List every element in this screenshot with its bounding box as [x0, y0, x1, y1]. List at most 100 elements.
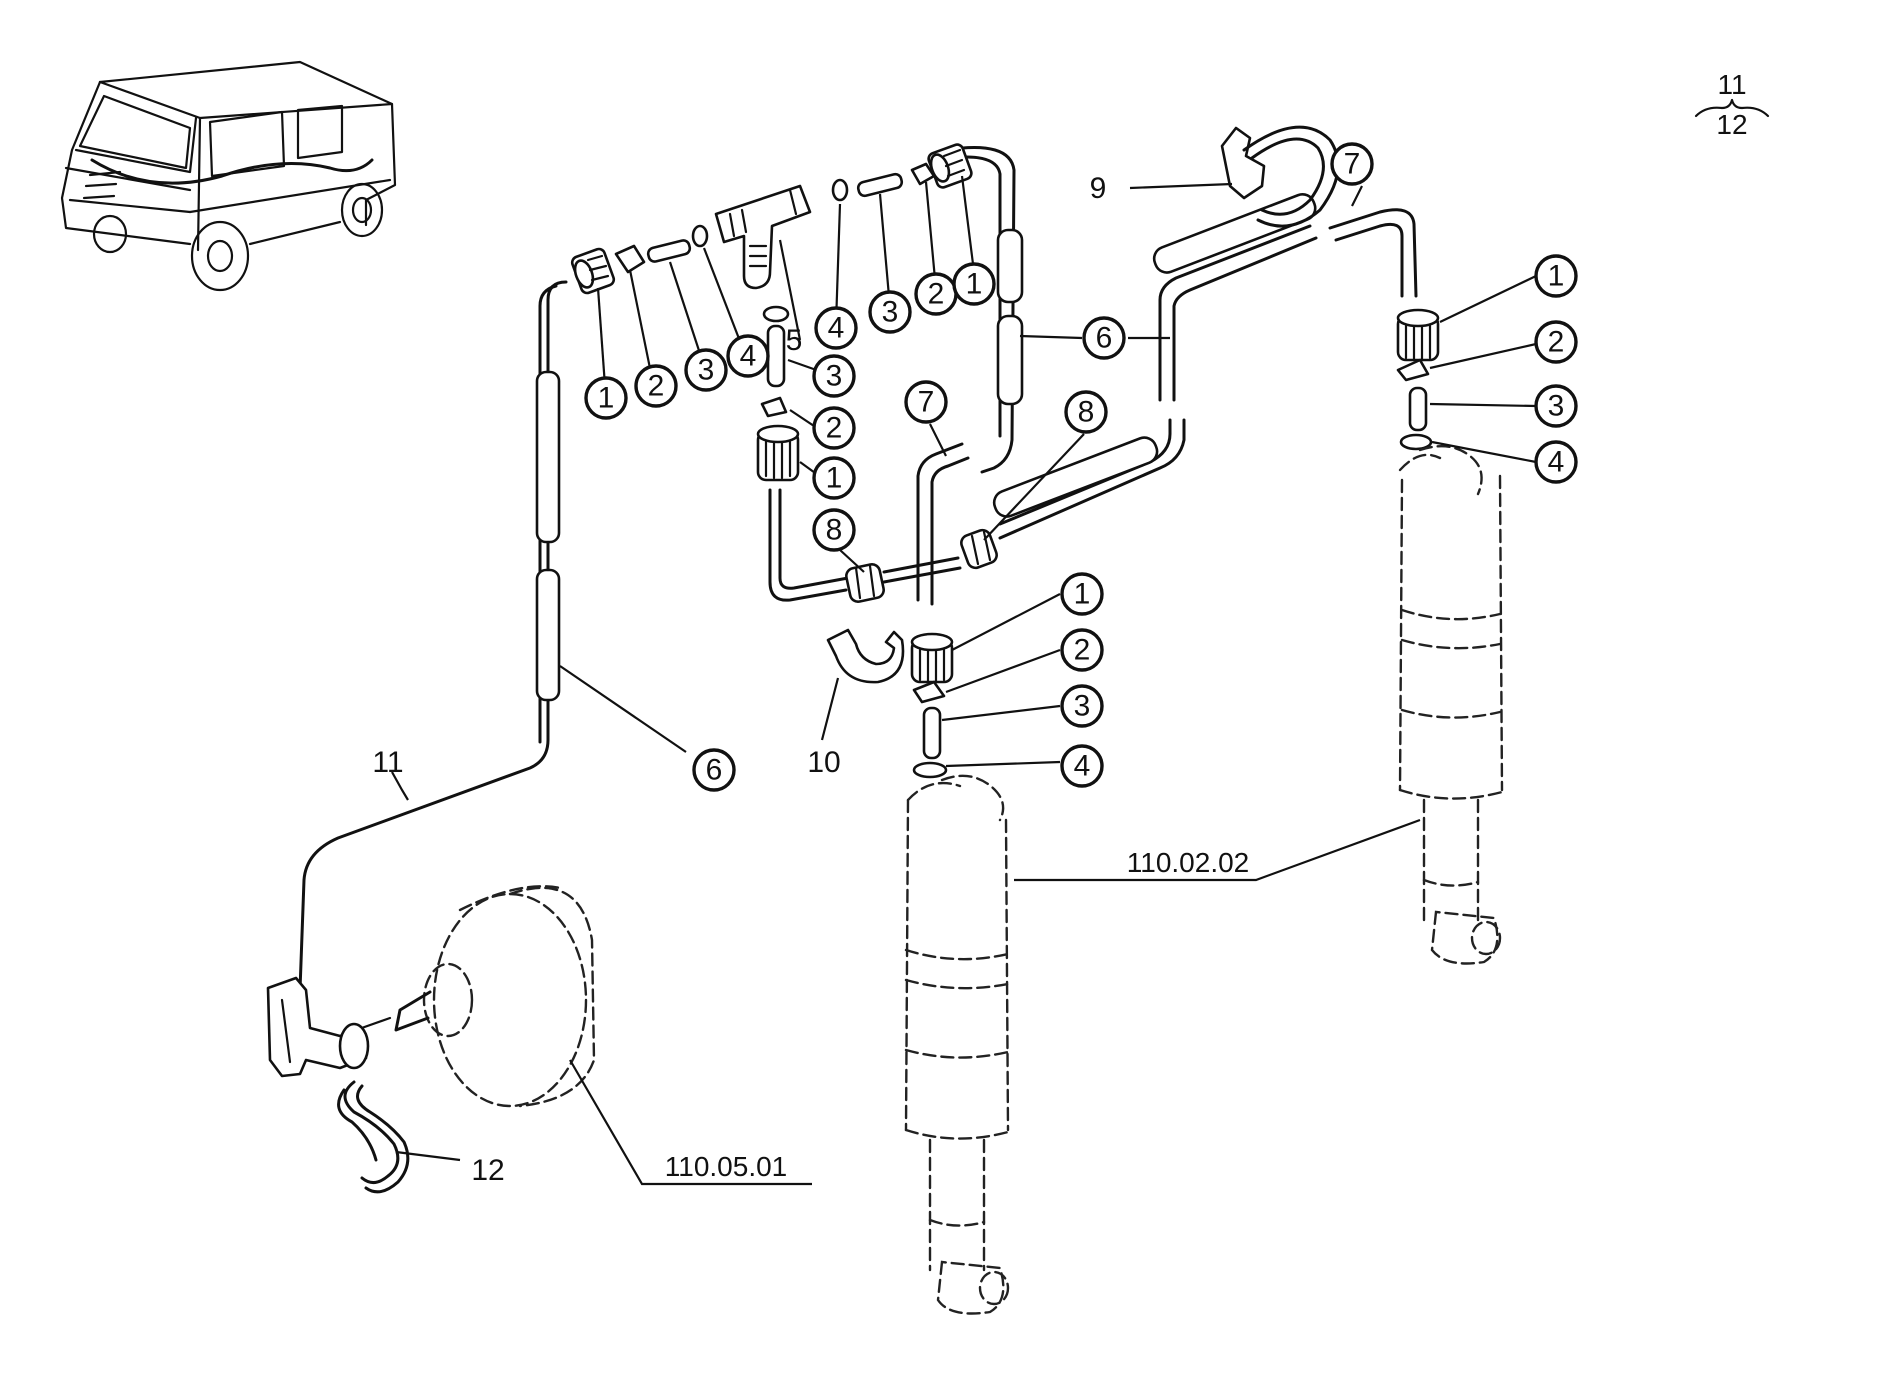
grommet-8-right: [960, 528, 998, 570]
center-fitting-stack: [756, 305, 800, 482]
svg-text:3: 3: [1074, 690, 1091, 723]
hose-top-right-a: [996, 228, 1024, 304]
svg-text:9: 9: [1090, 172, 1107, 205]
callout-3: 3: [684, 348, 728, 392]
hose-6-left-lower: [535, 568, 561, 702]
hose-center-right: [992, 436, 1159, 518]
callout-1: 1: [1534, 254, 1578, 298]
callout-4: 4: [1060, 744, 1104, 788]
callout-4: 4: [1534, 440, 1578, 484]
nut-damper-center: [910, 632, 954, 684]
svg-text:6: 6: [1096, 322, 1113, 355]
svg-text:7: 7: [918, 386, 935, 419]
clip-damper-right: [1396, 358, 1430, 382]
washer-damper-center: [912, 761, 948, 779]
hose-6-left-upper: [535, 370, 561, 544]
callout-2: 2: [1060, 628, 1104, 672]
svg-text:2: 2: [826, 412, 843, 445]
clip-top-left: [614, 244, 646, 274]
callout-10: 10: [807, 746, 840, 779]
callout-6: 6: [692, 748, 736, 792]
spring-clip-12: [337, 1080, 410, 1194]
callout-2: 2: [634, 364, 678, 408]
svg-text:3: 3: [698, 354, 715, 387]
callouts: 1 2 3 4 5 4 3 2 1 3 2 1 8 7 6 8 9 7 1 2 …: [372, 142, 1578, 1187]
damper-fittings-right: [1396, 308, 1440, 451]
vehicle-thumbnail-icon: [60, 60, 397, 292]
svg-text:2: 2: [1074, 634, 1091, 667]
page-ref-bottom: 12: [1716, 109, 1747, 140]
svg-text:1: 1: [1074, 578, 1091, 611]
page-ref-brace: [1694, 98, 1770, 118]
callout-2: 2: [812, 406, 856, 450]
nut-fitting-top-left: [570, 247, 616, 295]
pin-top-left: [646, 239, 692, 263]
svg-text:2: 2: [928, 278, 945, 311]
washer-top-mid: [831, 178, 849, 202]
callout-5: 5: [786, 324, 803, 357]
callout-7: 7: [904, 380, 948, 424]
svg-text:6: 6: [706, 754, 723, 787]
callout-4: 4: [726, 334, 770, 378]
hose-top-right-b: [996, 314, 1024, 406]
svg-text:7: 7: [1344, 148, 1361, 181]
pin-center: [766, 324, 786, 388]
svg-text:8: 8: [826, 514, 843, 547]
svg-text:8: 8: [1078, 396, 1095, 429]
svg-text:3: 3: [1548, 390, 1565, 423]
svg-text:12: 12: [471, 1154, 504, 1187]
svg-text:1: 1: [598, 382, 615, 415]
page-reference: 11 12: [1694, 69, 1770, 140]
svg-text:5: 5: [786, 324, 803, 357]
svg-text:3: 3: [882, 296, 899, 329]
top-fittings-row: [570, 143, 973, 295]
callout-1: 1: [1060, 572, 1104, 616]
callout-11: 11: [372, 746, 403, 779]
callout-1: 1: [584, 376, 628, 420]
leader-lines: [391, 175, 1537, 1186]
svg-text:2: 2: [648, 370, 665, 403]
svg-text:11: 11: [372, 746, 403, 779]
clip-damper-center: [912, 680, 946, 704]
callout-3: 3: [1534, 384, 1578, 428]
callout-8: 8: [812, 508, 856, 552]
callout-3: 3: [812, 354, 856, 398]
svg-text:2: 2: [1548, 326, 1565, 359]
grommet-8-left: [845, 563, 885, 603]
washer-center: [762, 305, 790, 323]
clip-center: [760, 396, 788, 418]
callout-4: 4: [814, 306, 858, 350]
shock-absorber-right: [1398, 444, 1504, 965]
callout-9: 9: [1090, 172, 1107, 205]
svg-text:1: 1: [826, 462, 843, 495]
callout-3: 3: [1060, 684, 1104, 728]
ref-damper: 110.02.02: [1127, 847, 1250, 878]
svg-text:1: 1: [1548, 260, 1565, 293]
page-ref-top: 11: [1717, 69, 1746, 100]
banjo-fitting-11: [266, 976, 370, 1078]
tee-fitting: [714, 184, 812, 290]
pin-damper-right: [1408, 386, 1428, 432]
callout-2: 2: [1534, 320, 1578, 364]
nut-fitting-top-right: [927, 143, 973, 189]
washer-damper-right: [1399, 433, 1433, 451]
callout-3: 3: [868, 290, 912, 334]
ref-brake-booster: 110.05.01: [665, 1151, 788, 1182]
svg-text:4: 4: [828, 312, 845, 345]
clip-10: [826, 628, 905, 684]
svg-text:1: 1: [966, 268, 983, 301]
nut-fitting-center: [756, 424, 800, 482]
svg-text:3: 3: [826, 360, 843, 393]
pin-damper-center: [922, 706, 942, 760]
callout-8: 8: [1064, 390, 1108, 434]
nut-damper-right: [1396, 308, 1440, 362]
callout-12: 12: [471, 1154, 504, 1187]
shock-absorber-center: [904, 774, 1010, 1315]
pin-top-mid: [856, 172, 904, 198]
callout-1: 1: [952, 262, 996, 306]
washer-top-left: [691, 224, 709, 248]
clamp-9: [1220, 125, 1340, 228]
svg-text:4: 4: [1074, 750, 1091, 783]
svg-text:4: 4: [740, 340, 757, 373]
